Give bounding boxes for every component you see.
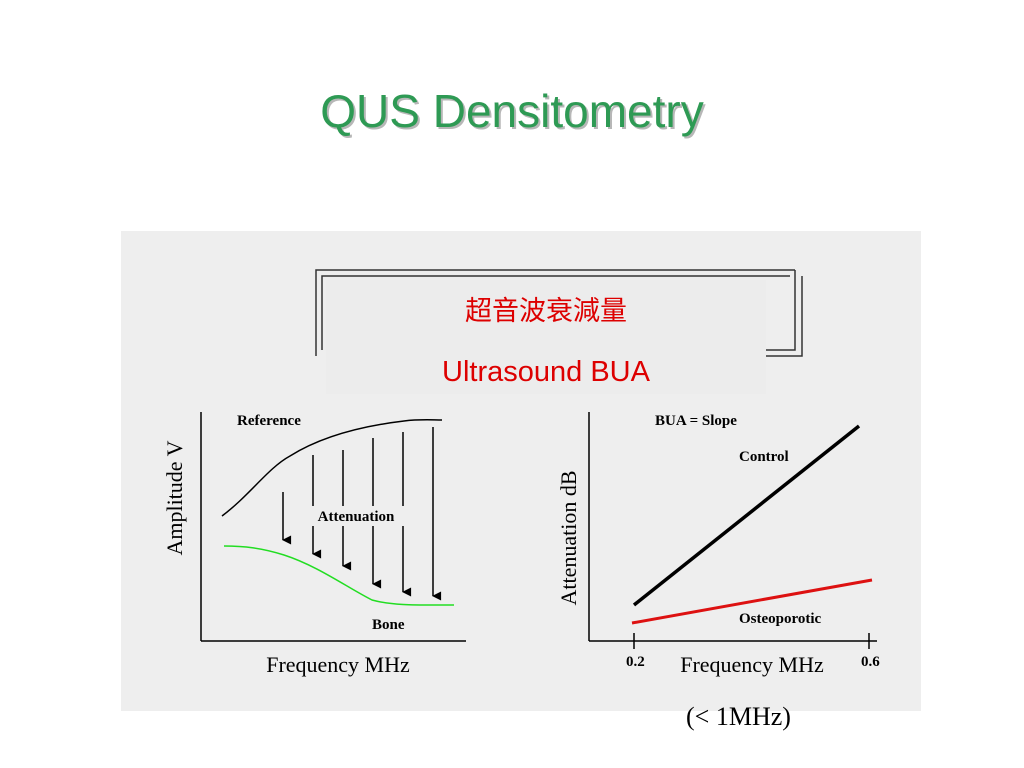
tick-label-left: 0.2: [626, 654, 645, 670]
left-y-axis-label: Amplitude V: [162, 440, 187, 555]
reference-label: Reference: [237, 413, 301, 429]
left-plot: Reference Attenuation Bone Frequency MHz…: [162, 412, 466, 677]
frequency-note: (< 1MHz): [686, 702, 791, 731]
bone-curve: [223, 545, 455, 606]
osteoporotic-label: Osteoporotic: [739, 611, 822, 627]
right-x-axis-label: Frequency MHz: [680, 652, 824, 677]
banner-box: [326, 280, 766, 394]
attenuation-label-bg: [300, 506, 412, 526]
banner-chinese-text: 超音波衰減量: [465, 296, 627, 327]
right-y-axis-label: Attenuation dB: [556, 470, 581, 605]
osteoporotic-line: [631, 578, 873, 625]
control-label: Control: [739, 449, 789, 465]
banner-frame: [315, 269, 803, 394]
slide-title: QUS Densitometry: [320, 85, 704, 137]
right-plot: BUA = Slope Control Osteoporotic 0.2 0.6…: [556, 412, 880, 677]
banner-english-text: Ultrasound BUA: [442, 356, 651, 388]
attenuation-label: Attenuation: [318, 509, 395, 525]
control-line: [632, 424, 861, 607]
bone-label: Bone: [372, 617, 405, 633]
reference-curve: [221, 419, 443, 517]
bua-slope-annotation: BUA = Slope: [655, 413, 737, 429]
left-x-axis-label: Frequency MHz: [266, 652, 410, 677]
tick-label-right: 0.6: [861, 654, 880, 670]
